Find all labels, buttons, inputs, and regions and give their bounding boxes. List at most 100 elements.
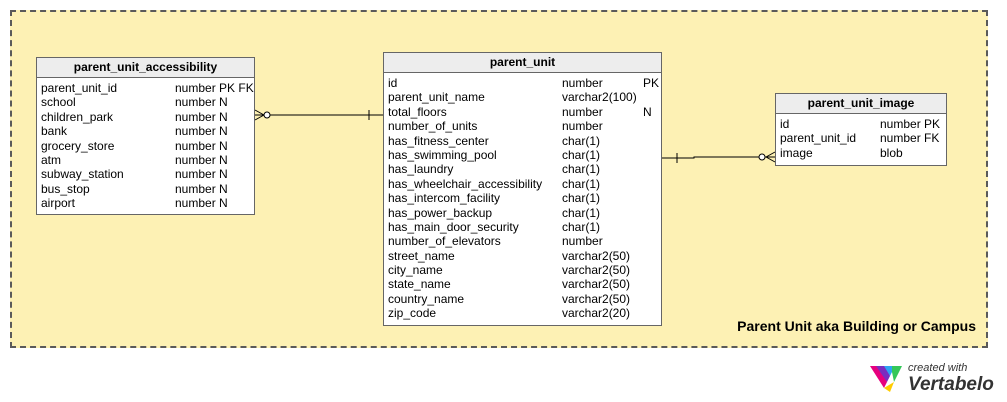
column-name: zip_code bbox=[388, 306, 437, 321]
column-row[interactable]: parent_unit_id number FK bbox=[780, 131, 942, 145]
column-row[interactable]: has_main_door_security char(1) bbox=[388, 220, 657, 234]
table-title: parent_unit_image bbox=[776, 94, 946, 114]
column-row[interactable]: airport number N bbox=[41, 196, 250, 210]
column-type: number N bbox=[175, 138, 228, 153]
column-type: char(1) bbox=[562, 176, 601, 191]
column-name: parent_unit_id bbox=[41, 81, 118, 95]
column-type: char(1) bbox=[562, 191, 601, 206]
column-name: atm bbox=[41, 152, 62, 167]
column-name: id bbox=[780, 117, 790, 131]
column-flags: N bbox=[643, 104, 652, 119]
column-name: bus_stop bbox=[41, 181, 90, 196]
column-type: number bbox=[562, 104, 603, 119]
column-row[interactable]: id number PK bbox=[780, 117, 942, 131]
column-name: number_of_units bbox=[388, 119, 478, 134]
table-parent-unit-accessibility[interactable]: parent_unit_accessibility parent_unit_id… bbox=[36, 57, 255, 215]
column-row[interactable]: has_swimming_pool char(1) bbox=[388, 148, 657, 162]
vertabelo-logo-icon bbox=[870, 366, 902, 392]
column-name: city_name bbox=[388, 263, 443, 278]
column-row[interactable]: subway_station number N bbox=[41, 167, 250, 181]
column-name: has_main_door_security bbox=[388, 219, 519, 234]
column-name: state_name bbox=[388, 277, 451, 292]
column-row[interactable]: school number N bbox=[41, 95, 250, 109]
column-flags: PK bbox=[643, 76, 660, 90]
column-type: number N bbox=[175, 152, 228, 167]
logo-big-text: Vertabelo bbox=[908, 374, 994, 395]
column-type: number bbox=[562, 234, 603, 249]
column-row[interactable]: has_wheelchair_accessibility char(1) bbox=[388, 177, 657, 191]
column-list: parent_unit_id number PK FK school number N… bbox=[37, 78, 254, 215]
column-name: bank bbox=[41, 124, 68, 139]
column-name: parent_unit_id bbox=[780, 131, 857, 146]
column-row[interactable]: atm number N bbox=[41, 153, 250, 167]
column-row[interactable]: has_fitness_center char(1) bbox=[388, 134, 657, 148]
column-name: subway_station bbox=[41, 167, 124, 182]
logo-small-text: created with bbox=[908, 362, 968, 374]
column-type: number N bbox=[175, 196, 228, 211]
table-title: parent_unit_accessibility bbox=[37, 58, 254, 78]
column-row[interactable]: number_of_elevators number bbox=[388, 234, 657, 248]
column-row[interactable]: state_name varchar2(50) bbox=[388, 277, 657, 291]
column-type: varchar2(50) bbox=[562, 248, 631, 263]
column-type: char(1) bbox=[562, 162, 601, 177]
column-type: number PK bbox=[880, 117, 941, 131]
column-row[interactable]: parent_unit_name varchar2(100) bbox=[388, 90, 657, 104]
column-row[interactable]: total_floors number N bbox=[388, 105, 657, 119]
column-type: blob bbox=[880, 145, 903, 160]
column-type: varchar2(50) bbox=[562, 291, 631, 306]
column-row[interactable]: bank number N bbox=[41, 124, 250, 138]
column-type: number PK FK bbox=[175, 81, 254, 95]
column-type: varchar2(20) bbox=[562, 306, 631, 321]
column-type: char(1) bbox=[562, 133, 601, 148]
column-type: number bbox=[562, 76, 603, 90]
column-type: number N bbox=[175, 124, 228, 139]
column-name: id bbox=[388, 76, 398, 90]
column-type: number N bbox=[175, 167, 228, 182]
column-type: number N bbox=[175, 95, 228, 110]
column-type: char(1) bbox=[562, 205, 601, 220]
column-name: has_fitness_center bbox=[388, 133, 489, 148]
column-name: has_swimming_pool bbox=[388, 147, 497, 162]
column-row[interactable]: id number PK bbox=[388, 76, 660, 90]
column-row[interactable]: children_park number N bbox=[41, 110, 250, 124]
column-name: has_wheelchair_accessibility bbox=[388, 176, 543, 191]
column-type: varchar2(50) bbox=[562, 263, 631, 278]
column-list: id number PK parent_unit_id number FK image b… bbox=[776, 114, 946, 164]
column-name: school bbox=[41, 95, 76, 110]
column-name: country_name bbox=[388, 291, 465, 306]
column-name: grocery_store bbox=[41, 138, 115, 153]
column-row[interactable]: city_name varchar2(50) bbox=[388, 263, 657, 277]
column-row[interactable]: zip_code varchar2(20) bbox=[388, 306, 657, 320]
column-name: parent_unit_name bbox=[388, 90, 485, 105]
column-name: number_of_elevators bbox=[388, 234, 501, 249]
column-type: char(1) bbox=[562, 147, 601, 162]
column-row[interactable]: number_of_units number bbox=[388, 119, 657, 133]
vertabelo-logo: created with Vertabelo bbox=[868, 360, 998, 400]
column-row[interactable]: street_name varchar2(50) bbox=[388, 249, 657, 263]
column-name: image bbox=[780, 145, 813, 160]
column-name: children_park bbox=[41, 109, 114, 124]
column-row[interactable]: has_intercom_facility char(1) bbox=[388, 191, 657, 205]
column-name: total_floors bbox=[388, 104, 447, 119]
column-row[interactable]: image blob bbox=[780, 146, 942, 160]
column-row[interactable]: parent_unit_id number PK FK bbox=[41, 81, 254, 95]
table-title: parent_unit bbox=[384, 53, 661, 73]
column-row[interactable]: country_name varchar2(50) bbox=[388, 292, 657, 306]
column-type: char(1) bbox=[562, 219, 601, 234]
column-name: airport bbox=[41, 196, 76, 211]
column-type: varchar2(50) bbox=[562, 277, 631, 292]
column-type: number bbox=[562, 119, 603, 134]
column-name: street_name bbox=[388, 248, 455, 263]
column-type: number FK bbox=[880, 131, 940, 146]
column-name: has_power_backup bbox=[388, 205, 493, 220]
column-row[interactable]: grocery_store number N bbox=[41, 139, 250, 153]
column-row[interactable]: has_power_backup char(1) bbox=[388, 206, 657, 220]
column-name: has_intercom_facility bbox=[388, 191, 501, 206]
column-type: number N bbox=[175, 109, 228, 124]
column-type: varchar2(100) bbox=[562, 90, 637, 105]
